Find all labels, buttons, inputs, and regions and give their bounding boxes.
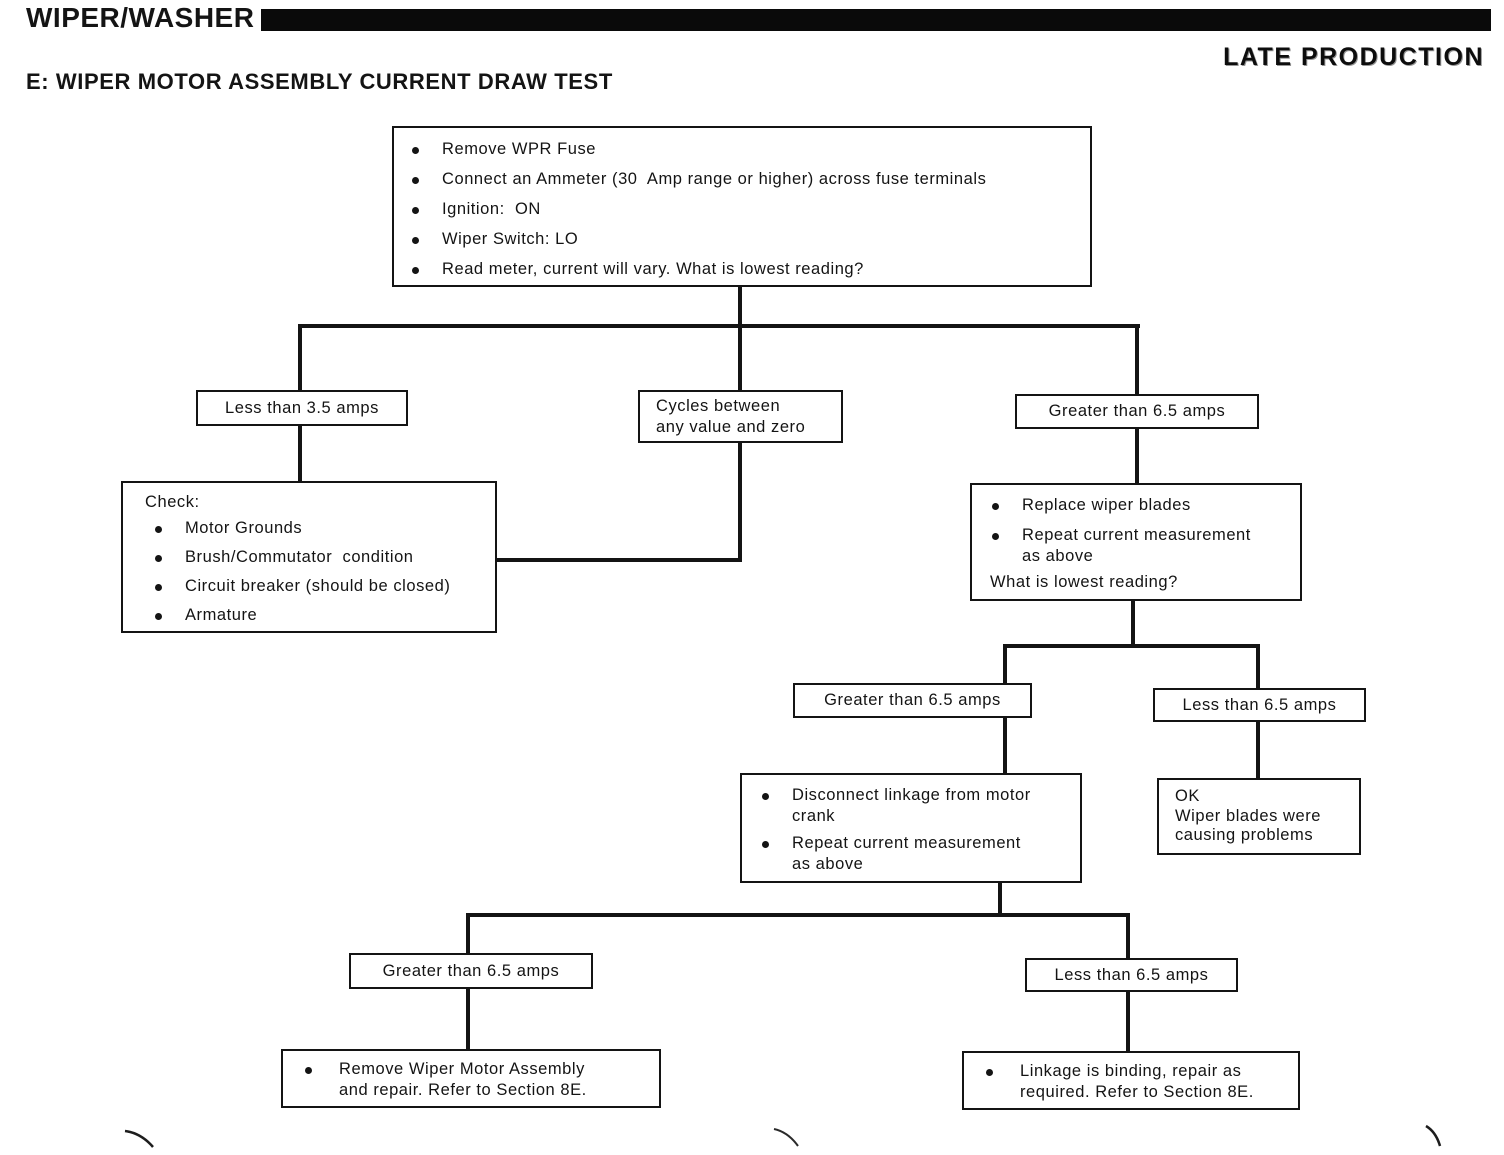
page-curl-mark bbox=[1414, 1124, 1450, 1153]
node-disconnect-linkage: Disconnect linkage from motor crank Repe… bbox=[740, 773, 1082, 883]
branch-label: Greater than 6.5 amps bbox=[382, 961, 560, 980]
bullet-icon bbox=[762, 793, 769, 800]
start-step: Ignition: ON bbox=[442, 200, 541, 218]
bullet-icon bbox=[986, 1069, 993, 1076]
lowest-reading-question: What is lowest reading? bbox=[990, 573, 1178, 591]
connector-vertical bbox=[1135, 424, 1139, 488]
branch-label: Cycles between any value and zero bbox=[656, 396, 806, 436]
connector-vertical bbox=[1135, 324, 1139, 400]
start-step: Read meter, current will vary. What is l… bbox=[442, 260, 864, 278]
bullet-icon bbox=[155, 584, 162, 591]
bullet-icon bbox=[305, 1067, 312, 1074]
bullet-icon bbox=[412, 147, 419, 154]
node-greater-than-6-5-amps-2: Greater than 6.5 amps bbox=[793, 683, 1032, 718]
production-stamp: LATE PRODUCTION bbox=[1223, 43, 1484, 71]
bullet-icon bbox=[155, 613, 162, 620]
remove-motor-text: Remove Wiper Motor Assembly and repair. … bbox=[339, 1060, 587, 1099]
bullet-icon bbox=[412, 267, 419, 274]
start-step: Remove WPR Fuse bbox=[442, 140, 597, 158]
connector-vertical bbox=[1003, 714, 1007, 778]
connector-vertical bbox=[1126, 913, 1130, 963]
branch-label: Less than 3.5 amps bbox=[225, 398, 379, 417]
connector-vertical bbox=[298, 324, 302, 396]
linkage-step: Disconnect linkage from motor crank bbox=[792, 786, 1031, 825]
bullet-icon bbox=[412, 207, 419, 214]
check-item: Circuit breaker (should be closed) bbox=[185, 577, 451, 595]
check-item: Brush/Commutator condition bbox=[185, 548, 414, 566]
replace-step: Repeat current measurement as above bbox=[1022, 526, 1251, 565]
connector-vertical bbox=[738, 324, 742, 396]
ok-text: OK Wiper blades were causing problems bbox=[1175, 787, 1321, 845]
replace-step: Replace wiper blades bbox=[1022, 496, 1191, 514]
node-less-than-6-5-amps-3: Less than 6.5 amps bbox=[1025, 958, 1238, 992]
connector-vertical bbox=[466, 913, 470, 959]
connector-vertical bbox=[1256, 644, 1260, 694]
connector-vertical bbox=[738, 438, 742, 562]
node-greater-than-6-5-amps-3: Greater than 6.5 amps bbox=[349, 953, 593, 989]
connector-vertical bbox=[998, 880, 1002, 917]
branch-label: Greater than 6.5 amps bbox=[1048, 402, 1226, 420]
connector-vertical bbox=[738, 280, 742, 330]
header-bar bbox=[261, 9, 1491, 31]
bullet-icon bbox=[155, 526, 162, 533]
page-curl-mark bbox=[770, 1126, 806, 1153]
bullet-icon bbox=[762, 841, 769, 848]
connector-horizontal bbox=[466, 913, 1130, 917]
linkage-step: Repeat current measurement as above bbox=[792, 834, 1021, 873]
bullet-icon bbox=[155, 555, 162, 562]
connector-horizontal bbox=[495, 558, 742, 562]
linkage-binding-text: Linkage is binding, repair as required. … bbox=[1020, 1062, 1254, 1101]
connector-horizontal bbox=[298, 324, 1140, 328]
connector-vertical bbox=[1131, 598, 1135, 648]
connector-vertical bbox=[1003, 644, 1007, 689]
branch-label: Greater than 6.5 amps bbox=[824, 691, 1001, 709]
page-title: WIPER/WASHER bbox=[26, 2, 255, 33]
connector-vertical bbox=[1256, 718, 1260, 783]
check-item: Armature bbox=[185, 606, 258, 624]
node-ok-result: OK Wiper blades were causing problems bbox=[1157, 778, 1361, 855]
node-linkage-binding: Linkage is binding, repair as required. … bbox=[962, 1051, 1300, 1110]
check-title: Check: bbox=[145, 493, 200, 511]
connector-horizontal bbox=[1003, 644, 1260, 648]
connector-vertical bbox=[298, 420, 302, 486]
node-less-than-3-5-amps: Less than 3.5 amps bbox=[196, 390, 408, 426]
start-step: Connect an Ammeter (30 Amp range or high… bbox=[442, 170, 987, 188]
bullet-icon bbox=[412, 237, 419, 244]
bullet-icon bbox=[412, 177, 419, 184]
branch-label: Less than 6.5 amps bbox=[1054, 965, 1209, 984]
bullet-icon bbox=[992, 503, 999, 510]
node-cycles-between: Cycles between any value and zero bbox=[638, 390, 843, 443]
node-less-than-6-5-amps-2: Less than 6.5 amps bbox=[1153, 688, 1366, 722]
connector-vertical bbox=[1126, 988, 1130, 1055]
bullet-icon bbox=[992, 533, 999, 540]
node-check-list: Check: Motor Grounds Brush/Commutator co… bbox=[121, 481, 497, 633]
section-title: E: WIPER MOTOR ASSEMBLY CURRENT DRAW TES… bbox=[26, 69, 613, 94]
page-curl-mark bbox=[122, 1128, 158, 1155]
node-start-test: Remove WPR Fuse Connect an Ammeter (30 A… bbox=[392, 126, 1092, 287]
node-greater-than-6-5-amps: Greater than 6.5 amps bbox=[1015, 394, 1259, 429]
node-replace-wiper-blades: Replace wiper blades Repeat current meas… bbox=[970, 483, 1302, 601]
node-remove-motor: Remove Wiper Motor Assembly and repair. … bbox=[281, 1049, 661, 1108]
branch-label: Less than 6.5 amps bbox=[1182, 695, 1337, 714]
connector-vertical bbox=[466, 985, 470, 1053]
check-item: Motor Grounds bbox=[185, 519, 303, 537]
start-step: Wiper Switch: LO bbox=[442, 230, 579, 248]
